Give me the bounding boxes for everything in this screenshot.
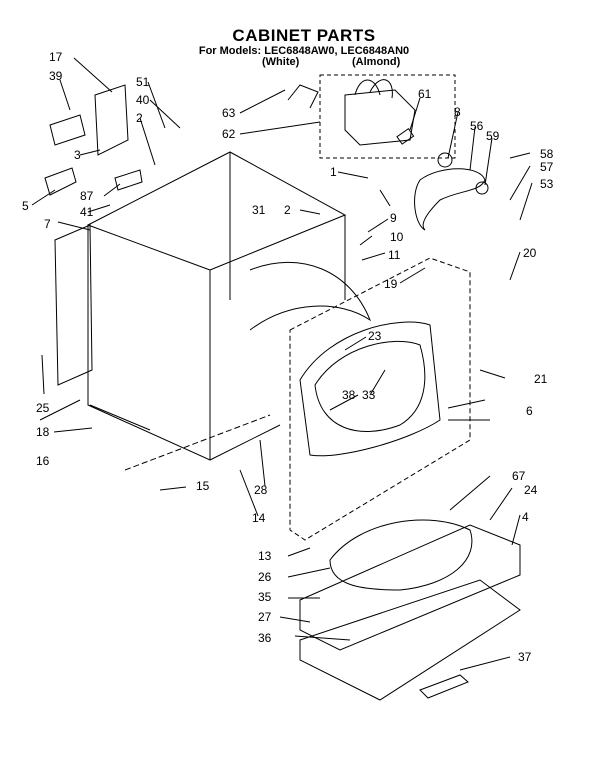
callout-57: 57 <box>540 160 554 174</box>
callout-17: 17 <box>49 50 63 64</box>
callout-37: 37 <box>518 650 532 664</box>
callout-13: 13 <box>258 549 272 563</box>
callout-6: 6 <box>526 404 533 418</box>
callout-62: 62 <box>222 127 236 141</box>
cabinet-floor-dashed <box>124 414 271 471</box>
callout-27: 27 <box>258 610 272 624</box>
door-gasket-67 <box>329 519 473 591</box>
hinge-bracket-5 <box>44 167 77 196</box>
pulley-8 <box>437 152 453 168</box>
door-opening <box>299 321 441 457</box>
callout-24: 24 <box>524 483 538 497</box>
callout-9: 9 <box>390 211 397 225</box>
callout-2-mid: 2 <box>284 203 291 217</box>
drum-outline <box>249 261 372 331</box>
callout-26: 26 <box>258 570 272 584</box>
callout-1: 1 <box>330 165 337 179</box>
callout-8: 8 <box>454 105 461 119</box>
variant-white-label: (White) <box>262 56 300 68</box>
callout-18: 18 <box>36 425 50 439</box>
callout-14: 14 <box>252 511 266 525</box>
door-inner-panel-35 <box>299 524 521 651</box>
diagram-title: CABINET PARTS <box>232 26 376 45</box>
callout-4: 4 <box>522 510 529 524</box>
callout-25: 25 <box>36 401 50 415</box>
callout-11: 11 <box>388 248 401 262</box>
callout-40: 40 <box>136 93 150 107</box>
door-seal-ring <box>314 340 426 432</box>
door-outer-panel-36 <box>299 579 521 701</box>
cabinet-back <box>229 152 346 300</box>
callout-3: 3 <box>74 148 81 162</box>
cabinet-base-rail <box>89 404 281 461</box>
callout-16: 16 <box>36 454 50 468</box>
callout-21: 21 <box>534 372 548 386</box>
callout-59: 59 <box>486 129 500 143</box>
drive-belt <box>414 168 486 231</box>
callout-67: 67 <box>512 469 526 483</box>
motor-body <box>344 89 416 146</box>
callout-28: 28 <box>254 483 268 497</box>
motor-wires <box>354 79 393 99</box>
callout-53: 53 <box>540 177 554 191</box>
callout-5: 5 <box>22 199 29 213</box>
top-hinge-parts <box>49 84 129 156</box>
callout-10: 10 <box>390 230 404 244</box>
callout-19: 19 <box>384 277 398 291</box>
callout-2-top: 2 <box>136 111 143 125</box>
callout-7: 7 <box>44 217 51 231</box>
callout-39: 39 <box>49 69 63 83</box>
callout-51: 51 <box>136 75 150 89</box>
callout-41: 41 <box>80 205 94 219</box>
callout-23: 23 <box>368 329 382 343</box>
callout-33: 33 <box>362 388 376 402</box>
front-panel <box>289 257 471 541</box>
bracket-87 <box>114 169 143 191</box>
callout-56: 56 <box>470 119 484 133</box>
callout-15: 15 <box>196 479 210 493</box>
motor-connector <box>396 128 415 145</box>
callout-58: 58 <box>540 147 554 161</box>
cabinet-front-panel-left <box>54 224 93 386</box>
leader-lines <box>31 57 533 671</box>
callout-31: 31 <box>252 203 266 217</box>
callout-38: 38 <box>342 388 356 402</box>
variant-almond-label: (Almond) <box>352 56 401 68</box>
callout-36: 36 <box>258 631 272 645</box>
cabinet-top <box>87 151 347 271</box>
idler-59 <box>475 181 489 195</box>
motor-bracket <box>287 84 319 109</box>
callout-20: 20 <box>523 246 537 260</box>
callout-63: 63 <box>222 106 236 120</box>
callout-35: 35 <box>258 590 272 604</box>
callout-87: 87 <box>80 189 94 203</box>
motor-assembly-dashed-box <box>319 74 456 159</box>
door-handle-37 <box>419 674 469 699</box>
diagram-subtitle: For Models: LEC6848AW0, LEC6848AN0 <box>198 45 410 57</box>
cabinet-left-side <box>87 224 211 461</box>
callout-61: 61 <box>418 87 432 101</box>
